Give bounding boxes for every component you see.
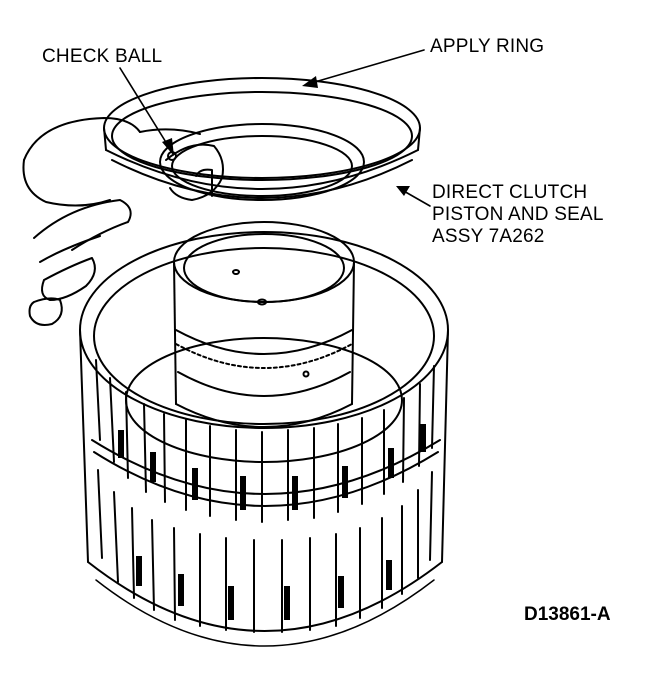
arrowheads (162, 76, 410, 196)
piston-label-line-3: ASSY 7A262 (432, 226, 545, 247)
piston-and-seal-label: DIRECT CLUTCH PISTON AND SEAL ASSY 7A262 (432, 182, 604, 248)
piston-assembly (103, 77, 421, 201)
drum-splines-upper (95, 359, 435, 523)
drum-spline-slots-lower (136, 556, 392, 620)
piston-label-line-2: PISTON AND SEAL (432, 204, 604, 225)
leader-lines (119, 49, 431, 207)
drum-splines-lower (97, 469, 433, 633)
figure-id: D13861-A (524, 604, 611, 625)
piston-label-line-1: DIRECT CLUTCH (432, 182, 588, 203)
apply-ring-label: APPLY RING (430, 36, 545, 57)
hand (22, 117, 224, 326)
check-ball-label: CHECK BALL (42, 46, 163, 67)
clutch-drum (79, 231, 449, 647)
drum-spline-slots-upper (118, 424, 426, 510)
center-hub (173, 221, 355, 428)
